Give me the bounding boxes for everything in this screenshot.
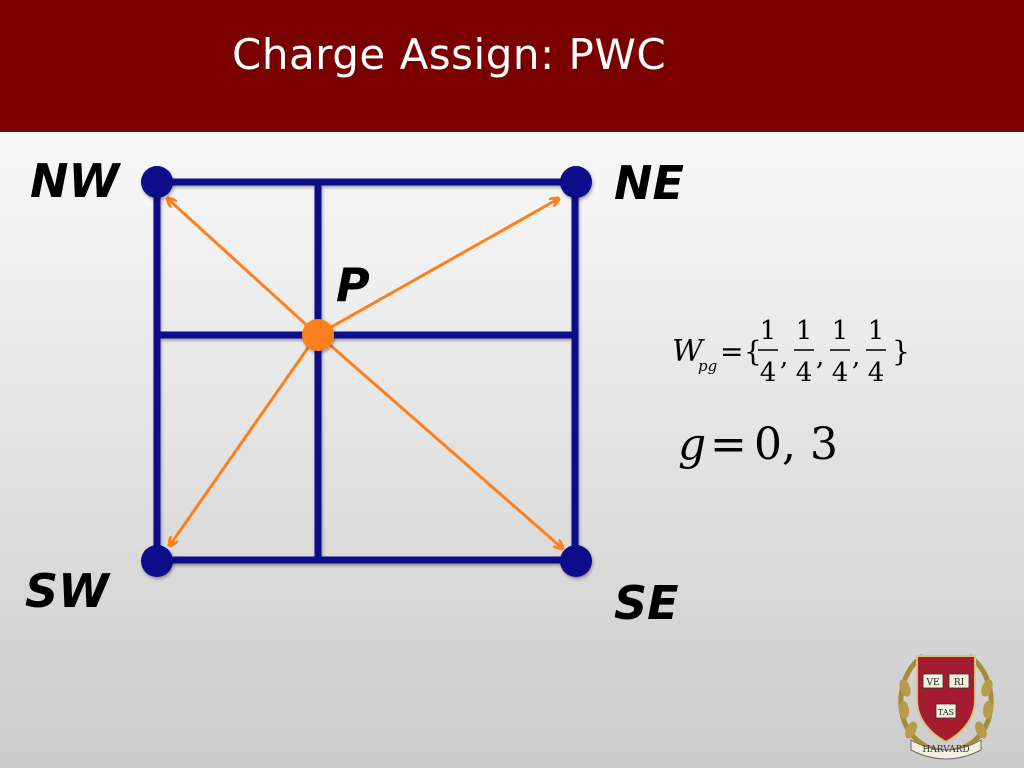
fraction-denominator: 4 — [868, 358, 885, 388]
arrow-to-ne — [325, 199, 558, 332]
grid-outer-cell — [153, 178, 579, 564]
label-nw: NW — [30, 154, 120, 208]
fraction-denominator: 4 — [760, 358, 777, 388]
label-sw: SW — [25, 564, 109, 618]
weight-subscript: pg — [698, 357, 717, 375]
seal-banner-text: HARVARD — [922, 745, 969, 755]
equals-sign: = — [710, 419, 747, 470]
weight-symbol: W — [672, 334, 705, 369]
particle-p — [302, 319, 334, 351]
g-values: 0, 3 — [754, 419, 838, 470]
fraction-numerator: 1 — [760, 316, 777, 346]
seal-book-text: RI — [954, 678, 965, 688]
arrow-to-nw — [168, 199, 314, 332]
slide-title: Charge Assign: PWC — [232, 30, 667, 79]
separator: , — [852, 342, 860, 372]
equals-sign: = — [720, 335, 743, 368]
arrow-to-se — [329, 343, 562, 548]
close-brace: } — [892, 335, 910, 368]
arrow-to-sw — [170, 341, 314, 545]
open-brace: { — [744, 335, 762, 368]
separator: , — [780, 342, 788, 372]
fraction-numerator: 1 — [868, 316, 885, 346]
title-bar: Charge Assign: PWC — [0, 0, 1024, 132]
node-nw — [141, 166, 173, 198]
g-formula: g = 0, 3 — [678, 419, 838, 470]
label-particle: P — [336, 258, 370, 312]
fraction-numerator: 1 — [832, 316, 849, 346]
node-se — [560, 545, 592, 577]
node-ne — [560, 166, 592, 198]
fraction-numerator: 1 — [796, 316, 813, 346]
harvard-seal-logo: VE RI TAS HARVARD — [898, 653, 994, 760]
node-sw — [141, 545, 173, 577]
fraction-denominator: 4 — [832, 358, 849, 388]
seal-book-text: TAS — [938, 708, 954, 717]
weight-formula: W pg = { 1 4 , 1 4 , 1 4 , 1 4 } — [672, 316, 910, 388]
seal-book-text: VE — [925, 678, 939, 688]
g-symbol: g — [678, 419, 706, 470]
label-ne: NE — [614, 156, 684, 210]
label-se: SE — [614, 576, 679, 630]
separator: , — [816, 342, 824, 372]
fraction-denominator: 4 — [796, 358, 813, 388]
